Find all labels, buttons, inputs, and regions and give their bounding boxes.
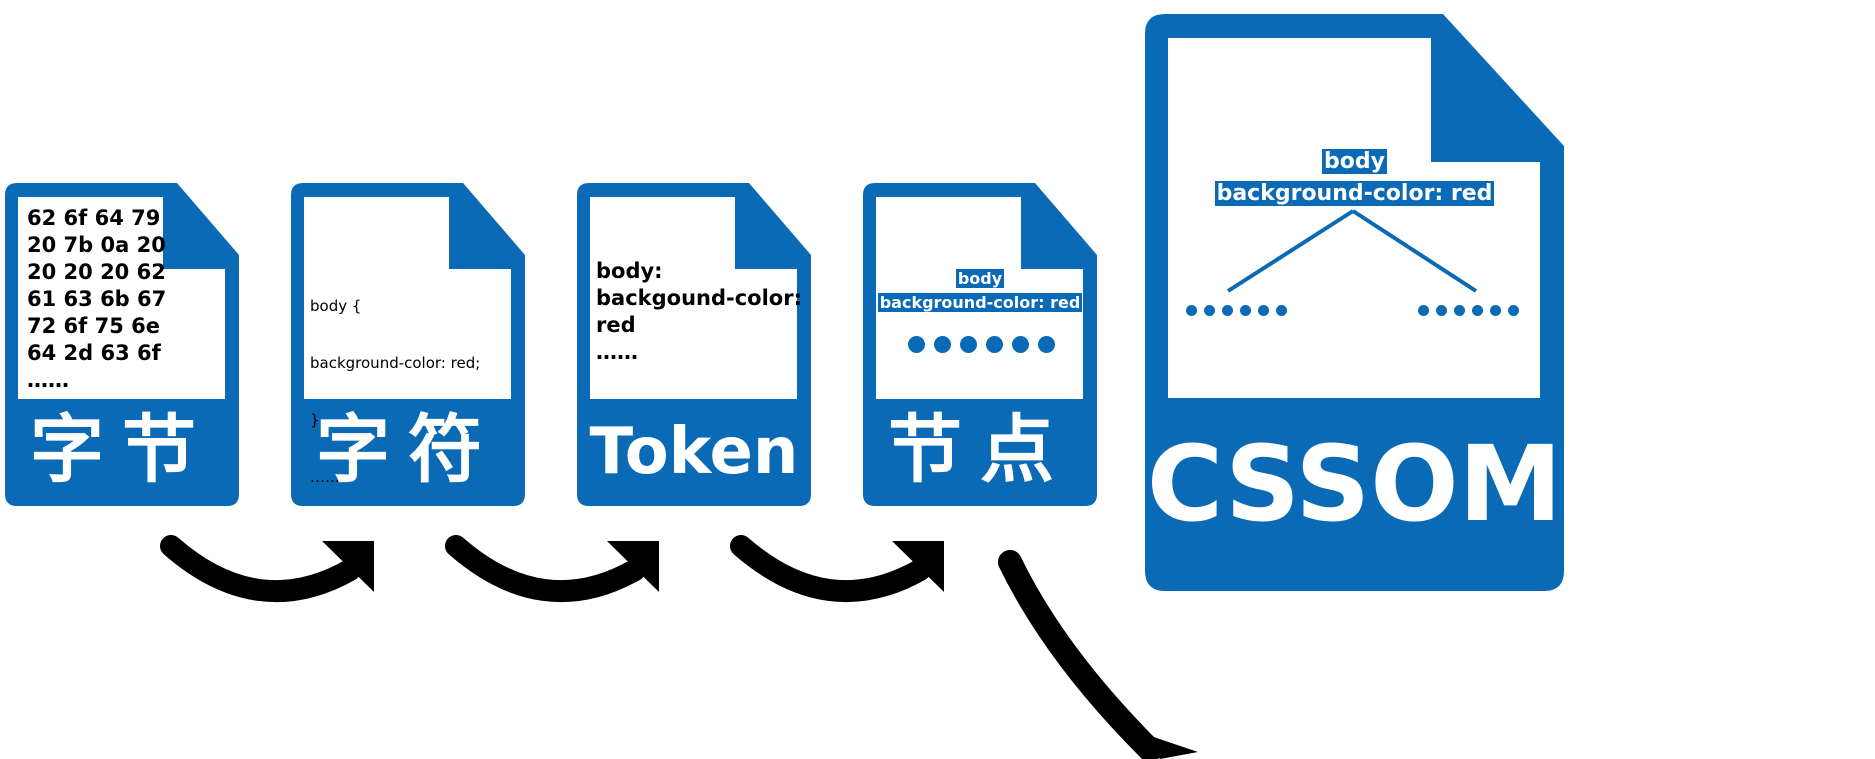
node-label-declaration: background-color: red: [877, 293, 1083, 312]
dot: [1418, 305, 1429, 316]
token-ellipsis: ……: [596, 340, 638, 364]
dot: [986, 336, 1003, 353]
byte-line: 20 20 20 62: [27, 260, 166, 284]
dot: [1508, 305, 1519, 316]
token-line: body:: [596, 259, 663, 283]
arrow-right-icon: [730, 535, 944, 603]
byte-line: 62 6f 64 79: [27, 206, 161, 230]
dot: [1472, 305, 1483, 316]
dot: [908, 336, 925, 353]
caption-tokens: Token: [589, 415, 799, 489]
char-line: body {: [310, 297, 362, 315]
caption-characters: 字符: [316, 407, 500, 493]
dot: [1436, 305, 1447, 316]
arrow-right-icon: [160, 535, 374, 603]
dot: [1276, 305, 1287, 316]
dot: [1222, 305, 1233, 316]
char-ellipsis: ……: [310, 468, 340, 486]
byte-line: 61 63 6b 67: [27, 287, 167, 311]
doc-cssom: body background-color: red CSSOM: [1145, 14, 1564, 591]
dot: [934, 336, 951, 353]
char-line: background-color: red;: [310, 354, 481, 372]
dot: [960, 336, 977, 353]
dot: [1186, 305, 1197, 316]
doc-nodes: body background-color: red 节点: [863, 183, 1097, 506]
caption-bytes: 字节: [30, 407, 214, 493]
doc-characters: body { background-color: red; } …… 字符: [291, 183, 525, 506]
doc-tokens: body: backgound-color: red …… Token: [577, 183, 811, 506]
caption-cssom: CSSOM: [1146, 423, 1563, 545]
document-icon: [291, 183, 525, 506]
dot: [1240, 305, 1251, 316]
arrow-right-icon: [445, 535, 659, 603]
dot: [1204, 305, 1215, 316]
node-label-selector: body: [955, 269, 1005, 288]
arrow-right-icon: [998, 550, 1198, 759]
byte-line: 20 7b 0a 20: [27, 233, 166, 257]
dot: [1038, 336, 1055, 353]
caption-nodes: 节点: [888, 407, 1072, 493]
char-line: }: [310, 411, 320, 429]
cssom-label-declaration: background-color: red: [1214, 181, 1495, 206]
dot: [1012, 336, 1029, 353]
document-icon: [5, 183, 239, 506]
byte-line: 72 6f 75 6e: [27, 314, 160, 338]
node-dots: [908, 336, 1055, 353]
token-line: backgound-color:: [596, 286, 802, 310]
dot: [1454, 305, 1465, 316]
doc-bytes: 62 6f 64 79 20 7b 0a 20 20 20 20 62 61 6…: [5, 183, 239, 506]
byte-line: 64 2d 63 6f: [27, 341, 161, 365]
dot: [1490, 305, 1501, 316]
dot: [1258, 305, 1269, 316]
cssom-left-dots: [1186, 305, 1287, 316]
byte-ellipsis: ……: [27, 368, 69, 392]
token-line: red: [596, 313, 636, 337]
cssom-label-selector: body: [1322, 149, 1387, 174]
cssom-right-dots: [1418, 305, 1519, 316]
document-icon: [577, 183, 811, 506]
